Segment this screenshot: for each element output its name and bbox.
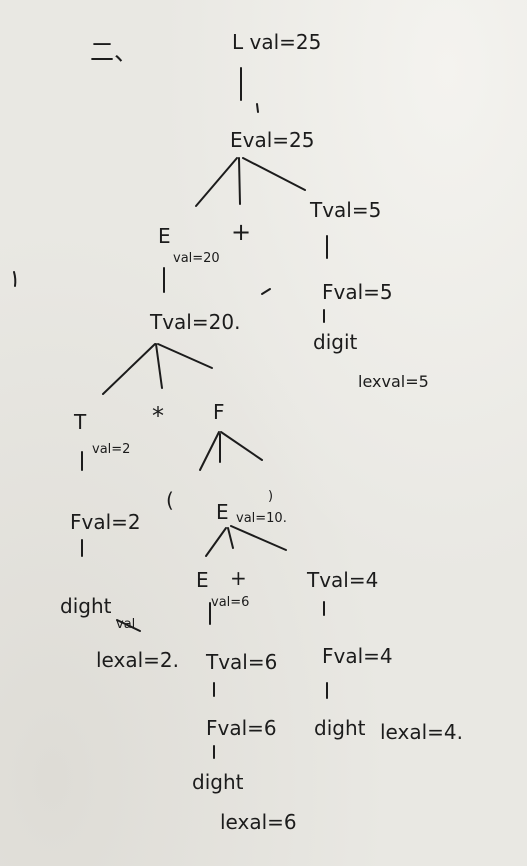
edge-fmid-lparen — [199, 431, 220, 471]
node-lexval-right: lexval=5 — [358, 372, 429, 391]
node-e-left: E — [158, 224, 171, 248]
edge-e-plus — [238, 157, 241, 205]
edge-e-tright — [242, 157, 306, 191]
node-e-root: Eval=25 — [230, 128, 315, 152]
node-t-four: Tval=4 — [307, 568, 379, 592]
node-digit-right: digit — [313, 330, 358, 354]
node-l-root: L val=25 — [232, 30, 322, 54]
node-t-mid: Tval=20. — [150, 310, 241, 334]
section-heading: 二、 — [90, 38, 138, 66]
node-e-inner-val: val=10. — [236, 511, 287, 526]
node-f-four: Fval=4 — [322, 644, 393, 668]
margin-tick — [13, 271, 17, 287]
edge-tmid-tsmall — [102, 343, 156, 395]
margin-tick-2 — [261, 288, 271, 295]
node-t-six: Tval=6 — [206, 650, 278, 674]
node-f-right: Fval=5 — [322, 280, 393, 304]
node-digit-four: dight — [314, 716, 366, 740]
node-plus-top: + — [231, 218, 252, 246]
node-f-mid: F — [213, 400, 225, 424]
edge-e-eleft — [195, 157, 238, 207]
node-f-left: Fval=2 — [70, 510, 141, 534]
node-digit-left: dight — [60, 594, 112, 618]
node-t-small-val: val=2 — [92, 442, 131, 457]
node-lexval-left: lexal=2. — [96, 648, 179, 672]
strike-val — [116, 619, 141, 632]
edge-einner-esix — [205, 527, 227, 557]
node-plus-inner: + — [230, 566, 247, 590]
node-e-inner: E — [216, 500, 229, 524]
node-lexval-six: lexal=6 — [220, 810, 297, 834]
node-e-six: E — [196, 568, 209, 592]
edge-einner-plus — [227, 527, 234, 549]
node-t-small: T — [74, 410, 87, 434]
node-rparen: ) — [268, 489, 274, 504]
node-t-right: Tval=5 — [310, 198, 382, 222]
node-f-six: Fval=6 — [206, 716, 277, 740]
node-e-left-val: val=20 — [173, 251, 220, 266]
node-e-six-val: val=6 — [211, 595, 250, 610]
node-digit-left-struck: val — [116, 617, 136, 632]
node-times: * — [152, 402, 164, 430]
edge-tmid-times — [155, 343, 163, 389]
node-lparen: ( — [166, 488, 174, 512]
edge-tmid-fmid — [157, 343, 213, 369]
node-lexval-four: lexal=4. — [380, 720, 463, 744]
edge-l-e-dot — [256, 103, 259, 113]
edge-fmid-rparen — [220, 431, 263, 461]
edge-einner-tfour — [230, 525, 287, 551]
node-digit-six: dight — [192, 770, 244, 794]
